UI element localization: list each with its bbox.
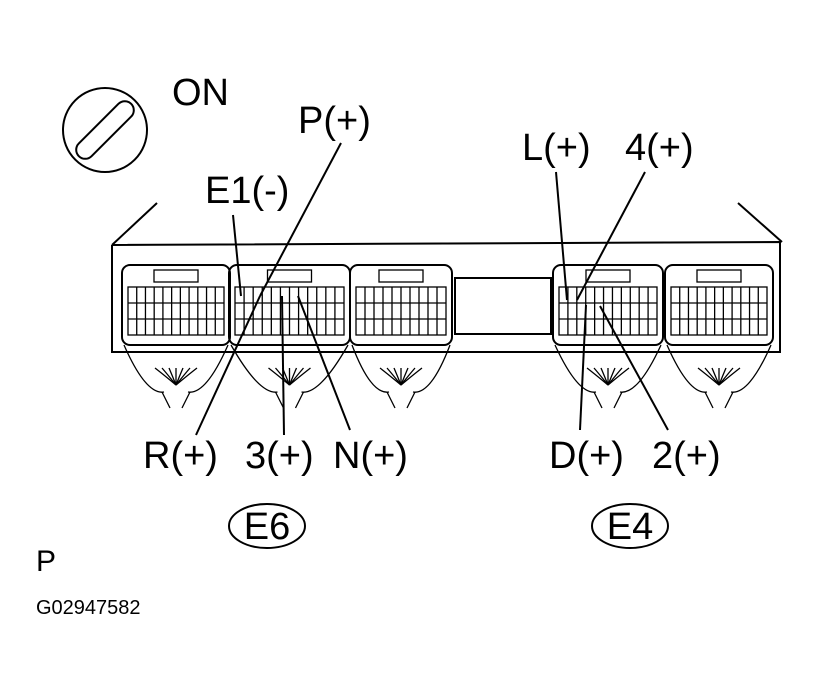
connector-housings: [121, 264, 774, 346]
connector-tag-e4: E4: [591, 503, 669, 549]
leader-n-plus: [297, 295, 351, 431]
leader-l-plus: [555, 171, 568, 301]
leader-lines: [195, 142, 669, 436]
leader-d-plus: [579, 304, 587, 431]
terminal-label-4-plus: 4(+): [625, 127, 694, 169]
figure-code: G02947582: [36, 597, 141, 619]
terminal-label-2-plus: 2(+): [652, 435, 721, 477]
leader-e1-minus: [232, 214, 242, 297]
wire-harness-3: [351, 344, 451, 409]
wire-harnesses: [123, 344, 772, 409]
ecu-body: [111, 202, 783, 353]
ignition-on-label: ON: [172, 72, 229, 114]
terminal-label-n-plus: N(+): [333, 435, 408, 477]
wire-harness-5: [666, 344, 772, 409]
connector-housing-5: [664, 264, 774, 346]
wire-harness-1: [123, 344, 229, 409]
leader-4-plus: [576, 171, 646, 301]
leader-2-plus: [599, 305, 669, 431]
terminal-label-p-plus: P(+): [298, 100, 371, 142]
connector-housing-2: [228, 264, 351, 346]
terminal-label-d-plus: D(+): [549, 435, 624, 477]
ecu-center-window: [454, 277, 552, 335]
connector-housing-3: [349, 264, 453, 346]
leader-3-plus: [281, 295, 285, 436]
terminal-label-3-plus: 3(+): [245, 435, 314, 477]
wire-harness-4: [554, 344, 662, 409]
terminal-label-e1-minus: E1(-): [205, 170, 289, 212]
connector-tag-e6-label: E6: [244, 506, 290, 548]
leader-p-plus: [259, 142, 342, 297]
terminal-label-r-plus: R(+): [143, 435, 218, 477]
footer-mark: P: [36, 545, 56, 578]
connector-housing-1: [121, 264, 231, 346]
connector-housing-4: [552, 264, 664, 346]
connector-tag-e6: E6: [228, 503, 306, 549]
ignition-switch-icon: [62, 87, 148, 173]
wire-harness-2: [230, 344, 349, 409]
connector-tag-e4-label: E4: [607, 506, 653, 548]
terminal-label-l-plus: L(+): [522, 127, 591, 169]
leader-r-plus: [195, 295, 261, 436]
